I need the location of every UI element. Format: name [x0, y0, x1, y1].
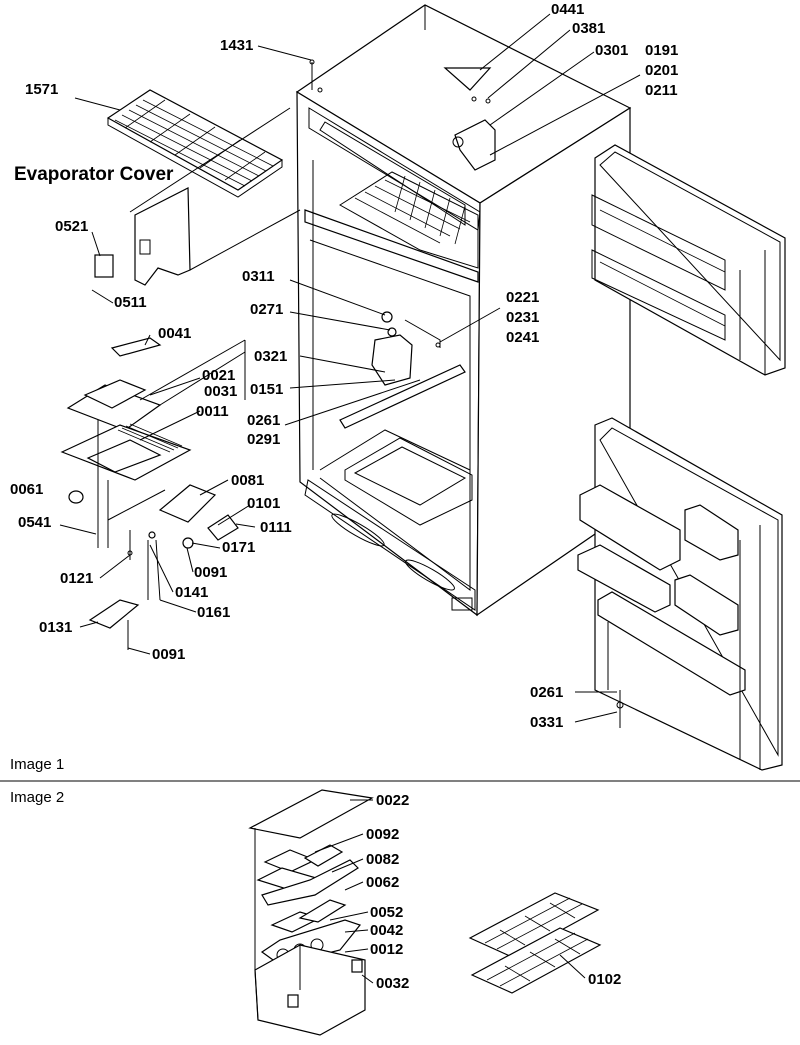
label-0201: 0201	[645, 62, 678, 79]
label-0271: 0271	[250, 301, 283, 318]
freezer-door	[591, 144, 786, 376]
label-0301: 0301	[595, 42, 628, 59]
leader-lines-image2	[314, 799, 586, 984]
label-0131: 0131	[39, 619, 72, 636]
cabinet	[295, 4, 632, 617]
label-0441: 0441	[551, 1, 584, 18]
label-0042: 0042	[370, 922, 403, 939]
label-1571: 1571	[25, 81, 58, 98]
ice-trays	[468, 892, 602, 994]
label-1431: 1431	[220, 37, 253, 54]
image1-label: Image 1	[10, 756, 64, 773]
label-0091: 0091	[194, 564, 227, 581]
part-labels-image1: 1431 0441 0381 0301 0191 0201 0211 1571 …	[10, 1, 678, 731]
label-0031: 0031	[204, 383, 237, 400]
label-0022: 0022	[376, 792, 409, 809]
label-0092: 0092	[366, 826, 399, 843]
label-0381: 0381	[572, 20, 605, 37]
label-0521: 0521	[55, 218, 88, 235]
label-0261-b: 0261	[530, 684, 563, 701]
label-0141: 0141	[175, 584, 208, 601]
label-0101: 0101	[247, 495, 280, 512]
label-0021: 0021	[202, 367, 235, 384]
label-0211: 0211	[645, 82, 678, 99]
label-0541: 0541	[18, 514, 51, 531]
label-0062: 0062	[366, 874, 399, 891]
label-0161: 0161	[197, 604, 230, 621]
label-0171: 0171	[222, 539, 255, 556]
label-0241: 0241	[506, 329, 539, 346]
freezer-shelf-1571	[106, 89, 284, 198]
control-bracket	[339, 311, 466, 429]
label-0082: 0082	[366, 851, 399, 868]
label-0041: 0041	[158, 325, 191, 342]
image2-label: Image 2	[10, 789, 64, 806]
leader-lines	[59, 13, 641, 728]
label-0151: 0151	[250, 381, 283, 398]
label-0091-b: 0091	[152, 646, 185, 663]
label-0231: 0231	[506, 309, 539, 326]
label-0261: 0261	[247, 412, 280, 429]
label-0221: 0221	[506, 289, 539, 306]
label-0291: 0291	[247, 431, 280, 448]
top-hinge	[309, 59, 496, 171]
label-0121: 0121	[60, 570, 93, 587]
label-0191: 0191	[645, 42, 678, 59]
label-0012: 0012	[370, 941, 403, 958]
label-0311: 0311	[242, 268, 275, 285]
label-0331: 0331	[530, 714, 563, 731]
label-0061: 0061	[10, 481, 43, 498]
label-0102: 0102	[588, 971, 621, 988]
label-0511: 0511	[114, 294, 147, 311]
label-0111: 0111	[260, 519, 292, 536]
evaporator-cover	[94, 107, 301, 286]
label-0011: 0011	[196, 403, 229, 420]
fresh-food-door	[577, 417, 783, 771]
label-0081: 0081	[231, 472, 264, 489]
ice-bucket-assembly	[248, 789, 374, 1036]
label-0321: 0321	[254, 348, 287, 365]
evaporator-cover-label: Evaporator Cover	[14, 164, 174, 185]
control-housing-assembly	[60, 337, 246, 650]
label-0052: 0052	[370, 904, 403, 921]
part-labels-image2: 0022 0092 0082 0062 0052 0042 0012 0032 …	[366, 792, 621, 992]
label-0032: 0032	[376, 975, 409, 992]
